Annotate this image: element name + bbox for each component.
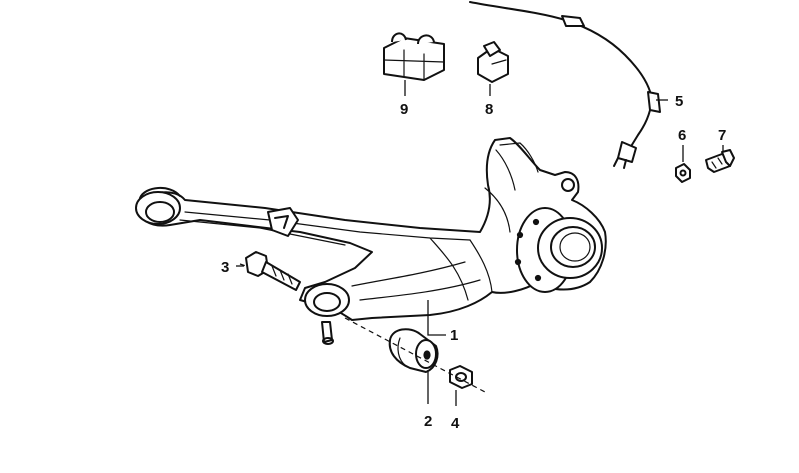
callout-8: 8	[485, 101, 493, 118]
callout-4: 4	[451, 415, 460, 432]
double-cable-clip	[383, 32, 445, 81]
callout-7: 7	[718, 127, 726, 144]
sensor-bolt	[705, 149, 735, 173]
callout-labels: 1 2 3 4 5 6 7 8 9	[221, 93, 726, 432]
leader-lines	[236, 80, 724, 406]
callout-3: 3	[221, 259, 229, 276]
callout-9: 9	[400, 101, 408, 118]
cable-clip	[477, 41, 509, 83]
hex-bolt	[245, 251, 301, 291]
callout-6: 6	[678, 127, 686, 144]
leader-1	[427, 300, 446, 336]
callout-5: 5	[675, 93, 683, 110]
trailing-arm	[135, 137, 607, 345]
callout-2: 2	[424, 413, 432, 430]
callout-1: 1	[450, 327, 458, 344]
speed-sensor-cable	[469, 1, 661, 169]
rubber-mount	[388, 328, 439, 373]
hex-nut	[675, 163, 691, 183]
self-locking-nut	[449, 365, 473, 389]
